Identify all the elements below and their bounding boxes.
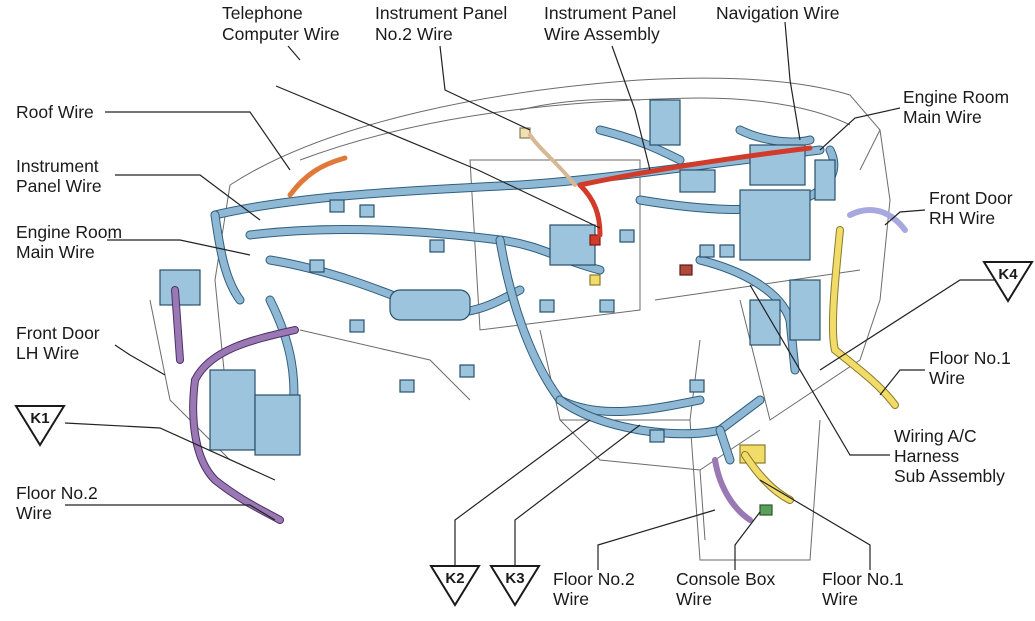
label-console-box-wire: Console Box Wire [676, 569, 780, 609]
k1-label: K1 [30, 410, 49, 427]
label-instrument-panel-wire-assembly: Instrument Panel Wire Assembly [544, 3, 681, 44]
label-floor-no1-wire-right: Floor No.1 Wire [929, 348, 1016, 388]
label-instrument-panel-wire: Instrument Panel Wire [16, 156, 104, 196]
label-engine-room-main-wire-right: Engine Room Main Wire [903, 87, 1014, 127]
label-front-door-lh-wire: Front Door LH Wire [16, 323, 105, 363]
k3-marker: K3 [489, 565, 541, 607]
label-floor-no1-wire-bottom: Floor No.1 Wire [822, 569, 909, 609]
navigation-wire-path [577, 145, 813, 238]
label-wiring-ac-harness-sub-assembly: Wiring A/C Harness Sub Assembly [894, 426, 1005, 486]
k3-label: K3 [505, 570, 524, 587]
connector-blocks [159, 99, 836, 516]
label-telephone-computer-wire: Telephone Computer Wire [222, 3, 340, 44]
k1-marker: K1 [14, 405, 66, 447]
main-harness [210, 125, 839, 465]
label-floor-no2-wire-left: Floor No.2 Wire [16, 483, 103, 523]
label-engine-room-main-wire-left: Engine Room Main Wire [16, 222, 127, 262]
k4-label: K4 [998, 266, 1018, 283]
leader-lines [64, 21, 995, 570]
front-door-rh-wire-path [847, 207, 908, 233]
label-front-door-rh-wire: Front Door RH Wire [929, 188, 1018, 228]
label-floor-no2-wire-bottom: Floor No.2 Wire [553, 569, 640, 609]
k2-label: K2 [445, 570, 464, 587]
label-navigation-wire: Navigation Wire [716, 3, 840, 23]
k4-marker: K4 [982, 261, 1034, 303]
label-roof-wire: Roof Wire [16, 102, 94, 122]
instrument-panel-no2-wire-path [528, 133, 577, 187]
floor-no2-wire-path [171, 286, 753, 524]
callout-labels: Telephone Computer Wire Instrument Panel… [16, 3, 1018, 609]
floor-no1-wire-path [741, 226, 899, 504]
roof-wire-path [287, 155, 348, 198]
k2-marker: K2 [429, 565, 481, 607]
label-instrument-panel-no2-wire: Instrument Panel No.2 Wire [375, 3, 512, 44]
